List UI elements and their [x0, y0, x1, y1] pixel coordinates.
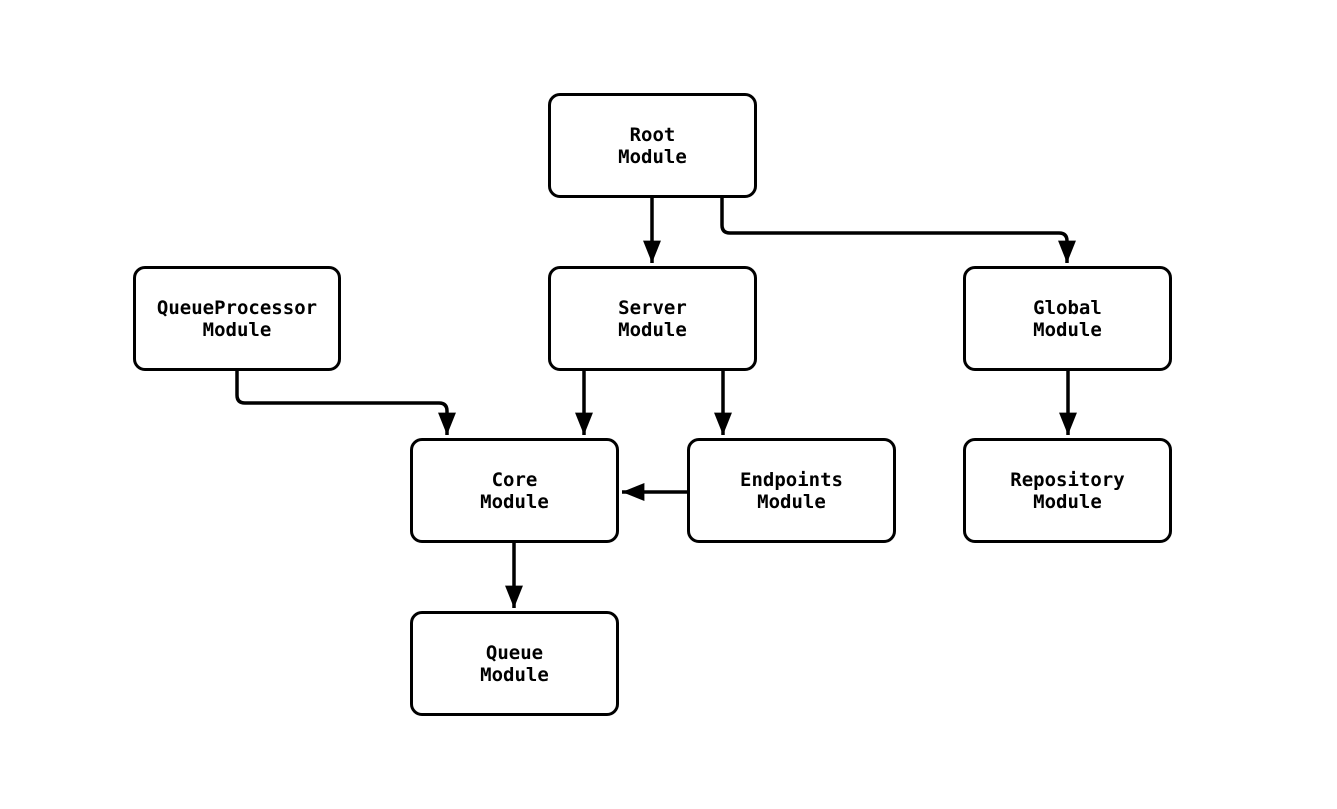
node-label-line: Module	[1033, 318, 1102, 341]
node-label-line: Module	[618, 145, 687, 168]
edge-queueprocessor-to-core	[235, 371, 456, 435]
node-label-line: Root	[629, 123, 676, 146]
node-label-line: QueueProcessor	[156, 296, 318, 319]
node-label-line: Queue	[485, 641, 544, 664]
node-label-line: Module	[618, 318, 687, 341]
node-label-line: Module	[480, 490, 549, 513]
node-label-line: Global	[1033, 296, 1102, 319]
node-label-line: Repository	[1010, 468, 1125, 491]
node-label-line: Module	[480, 663, 549, 686]
node-label-line: Module	[1033, 490, 1102, 513]
node-label-line: Module	[202, 318, 272, 341]
edge-root-to-global	[720, 198, 1076, 263]
node-label-line: Endpoints	[740, 468, 843, 491]
node-label-line: Server	[618, 296, 687, 319]
node-label-line: Core	[491, 468, 538, 491]
node-label-line: Module	[757, 490, 826, 513]
